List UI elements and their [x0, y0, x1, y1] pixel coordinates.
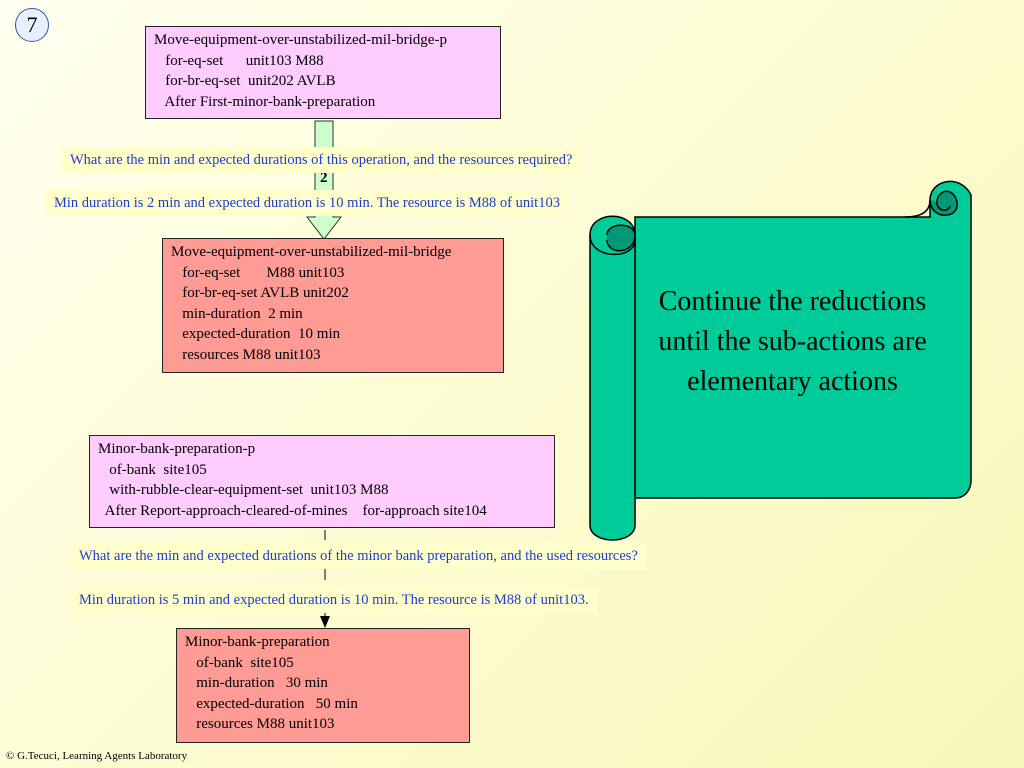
answer-1: Min duration is 2 min and expected durat…	[46, 190, 568, 216]
task-line: After Report-approach-cleared-of-mines f…	[98, 502, 487, 519]
scroll-shape	[589, 180, 972, 541]
task-line: of-bank site105	[98, 461, 207, 478]
answer-2: Min duration is 5 min and expected durat…	[71, 587, 597, 613]
action-line: min-duration 2 min	[171, 305, 303, 322]
action-line: Minor-bank-preparation	[185, 634, 330, 650]
task-line: for-br-eq-set unit202 AVLB	[154, 73, 336, 89]
action-line: min-duration 30 min	[185, 675, 328, 691]
action-line: for-br-eq-set AVLB unit202	[171, 285, 349, 301]
action-line: resources M88 unit103	[171, 346, 321, 363]
action-line: for-eq-set M88 unit103	[171, 264, 345, 281]
top-task-box: Move-equipment-over-unstabilized-mil-bri…	[145, 26, 501, 119]
bottom-action-box: Minor-bank-preparation of-bank site105 m…	[176, 628, 470, 743]
task-line: Minor-bank-preparation-p	[98, 441, 256, 457]
footer-credit: © G.Tecuci, Learning Agents Laboratory	[6, 750, 188, 762]
action-line: expected-duration 10 min	[171, 326, 341, 342]
question-1: What are the min and expected durations …	[62, 147, 581, 173]
lower-task-box: Minor-bank-preparation-p of-bank site105…	[89, 435, 555, 528]
question-2: What are the min and expected durations …	[71, 543, 646, 569]
action-line: resources M88 unit103	[185, 716, 335, 732]
task-line: After First-minor-bank-preparation	[154, 93, 376, 110]
task-line: Move-equipment-over-unstabilized-mil-bri…	[154, 32, 447, 48]
task-line: for-eq-set unit103 M88	[154, 52, 324, 69]
mid-action-box: Move-equipment-over-unstabilized-mil-bri…	[162, 238, 504, 373]
action-line: expected-duration 50 min	[185, 695, 358, 712]
task-line: with-rubble-clear-equipment-set unit103 …	[98, 482, 389, 498]
action-line: of-bank site105	[185, 654, 294, 671]
arrow-label: 2	[320, 170, 328, 186]
action-line: Move-equipment-over-unstabilized-mil-bri…	[171, 244, 452, 260]
slide-number: 7	[15, 8, 49, 42]
scroll-message: Continue the reductions until the sub-ac…	[658, 286, 927, 397]
